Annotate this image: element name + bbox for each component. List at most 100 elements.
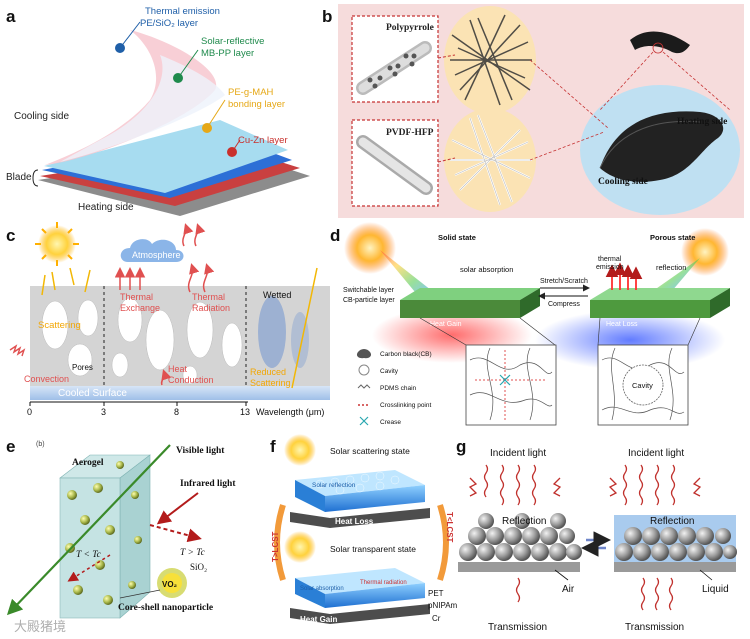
- label-atmosphere: Atmosphere: [132, 250, 181, 260]
- incident-rays: [468, 464, 702, 506]
- sun-icon-f2: [284, 531, 316, 563]
- label-vo2: VO₂: [162, 580, 178, 589]
- pores: [41, 297, 243, 385]
- label-pnipam: pNIPAm: [428, 601, 458, 610]
- tick-13: 13: [240, 407, 250, 417]
- label-transmission-right: Transmission: [625, 622, 684, 633]
- label-heat-loss-f: Heat Loss: [335, 517, 374, 526]
- label-reflection-right: Reflection: [650, 516, 694, 527]
- switchable-layer-solid: [400, 288, 540, 300]
- panel-g-letter: g: [456, 437, 466, 456]
- label-cr: Cr: [432, 614, 441, 623]
- sun-icon-f1: [284, 434, 316, 466]
- label-reflection-d: reflection: [656, 263, 686, 272]
- label-solid-state: Solid state: [438, 233, 476, 242]
- callout-dot-green: [173, 73, 183, 83]
- bonding-layer-shape: [44, 120, 288, 193]
- label-pvdf-hfp: PVDF-HFP: [386, 128, 434, 138]
- label-solar-absorption: solar absorption: [460, 265, 513, 274]
- top-slab-surface: [295, 470, 425, 496]
- label-switchable-layer: Switchable layer: [343, 287, 395, 294]
- label-thermal-exchange-2: Exchange: [120, 303, 160, 313]
- panel-b: b Polypyrrole PVDF-HFP: [322, 4, 744, 218]
- label-thermal-exchange-1: Thermal: [120, 292, 153, 302]
- label-heat-conduction-1: Heat: [168, 364, 188, 374]
- label-heat-conduction-2: Conduction: [168, 375, 214, 385]
- label-thermal-radiation-2: Radiation: [192, 303, 230, 313]
- label-b-heating-side: Heating side: [677, 117, 727, 127]
- wetted-pore: [258, 296, 286, 368]
- label-reflection-left: Reflection: [502, 516, 546, 527]
- label-visible-light: Visible light: [176, 446, 225, 456]
- label-liquid: Liquid: [702, 584, 729, 595]
- label-pe-g-mah: PE-g-MAH: [228, 87, 274, 98]
- panel-e: e (b) Aerogel Visible light Infrared lig…: [6, 437, 236, 619]
- label-thermal-emission-1: thermal: [598, 256, 622, 263]
- legend-cavity: Cavity: [380, 368, 399, 375]
- heating-transition-arrow: [437, 504, 449, 581]
- substrate-right: [614, 562, 736, 572]
- legend-crosslinking: Crosslinking point: [380, 402, 431, 409]
- cb-layer-solid: [400, 300, 520, 318]
- callout-dot-red: [227, 147, 237, 157]
- visible-light-arrow: [6, 444, 171, 616]
- label-infrared-light: Infrared light: [180, 479, 236, 489]
- label-thermal-emission-2: emission: [596, 264, 624, 271]
- label-compress: Compress: [548, 301, 580, 308]
- bottom-slab-surface: [295, 568, 425, 594]
- blade-brace: [32, 169, 39, 187]
- substrate-left: [458, 562, 580, 572]
- label-reduced-scattering-2: Scattering: [250, 378, 291, 388]
- panel-e-letter: e: [6, 437, 15, 456]
- label-heating-side: Heating side: [78, 202, 134, 213]
- label-cooling-side: Cooling side: [14, 111, 69, 122]
- label-incident-left: Incident light: [490, 448, 546, 459]
- label-wetted: Wetted: [263, 290, 291, 300]
- solid-network-zoom: [465, 344, 557, 426]
- label-solar-absorption-f: Solar absorption: [300, 586, 344, 592]
- cb-layer-porous: [590, 300, 710, 318]
- panel-f-letter: f: [270, 437, 276, 456]
- panel-b-letter: b: [322, 7, 332, 26]
- panel-c: c Atmosphere Cooled Surface: [6, 222, 330, 417]
- label-transparent-state: Solar transparent state: [330, 544, 416, 554]
- label-scattering: Scattering: [38, 320, 81, 331]
- label-thermal-emission: Thermal emission: [145, 6, 220, 17]
- panel-f: f Solar scattering state Solar transpare…: [270, 434, 458, 624]
- legend-crease: Crease: [380, 419, 401, 426]
- label-reduced-scattering-1: Reduced: [250, 367, 286, 377]
- sun-icon: [38, 225, 76, 263]
- label-porous-state: Porous state: [650, 233, 695, 242]
- label-transmission-left: Transmission: [488, 622, 547, 633]
- label-pe-sio2: PE/SiO₂ layer: [140, 18, 198, 29]
- callout-dot-blue: [115, 43, 125, 53]
- label-t-high: T > Tc: [180, 548, 206, 558]
- tick-0: 0: [27, 407, 32, 417]
- label-cavity-d: Cavity: [632, 381, 653, 390]
- label-bonding: bonding layer: [228, 99, 285, 110]
- label-scattering-state: Solar scattering state: [330, 446, 410, 456]
- atmosphere-cloud-icon: [120, 239, 184, 262]
- panel-a-letter: a: [6, 7, 16, 26]
- spheres-left: [459, 513, 582, 561]
- label-heat-gain-d: Heat Gain: [430, 321, 462, 328]
- panel-g: g Incident light Incident light: [456, 437, 737, 633]
- label-core-shell: Core-shell nanoparticle: [118, 603, 213, 613]
- fabric-thumbnail: [630, 31, 690, 54]
- label-thermal-radiation-1: Thermal: [192, 292, 225, 302]
- label-cb-particle-layer: CB-particle layer: [343, 297, 395, 304]
- label-mb-pp: MB-PP layer: [201, 48, 254, 59]
- label-cu-zn: Cu-Zn layer: [238, 135, 288, 146]
- label-blade: Blade: [6, 172, 32, 183]
- label-stretch-scratch: Stretch/Scratch: [540, 278, 588, 285]
- label-t-low: T < Tc: [76, 550, 102, 560]
- spheres-right: [615, 527, 737, 561]
- label-incident-right: Incident light: [628, 448, 684, 459]
- label-solar-reflective: Solar-reflective: [201, 36, 264, 47]
- sun-icon-d1: [344, 222, 396, 274]
- label-cooled-surface: Cooled Surface: [58, 388, 127, 399]
- label-aerogel: Aerogel: [72, 458, 104, 468]
- panel-d-legend: Carbon black(CB) Cavity PDMS chain Cross…: [356, 349, 432, 426]
- label-b-cooling-side: Cooling side: [598, 177, 648, 187]
